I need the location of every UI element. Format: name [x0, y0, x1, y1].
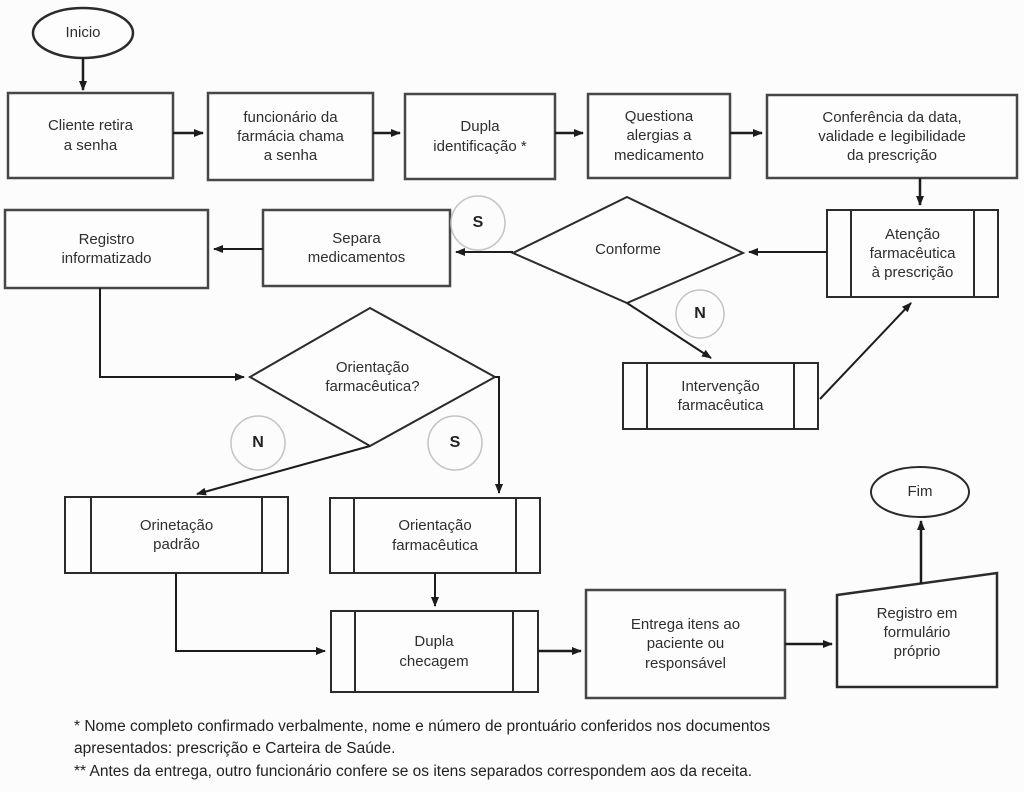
atencao-predefined-shape [826, 209, 999, 298]
dupla-checagem-predefined-shape [330, 610, 539, 693]
conferencia-process-shape [765, 93, 1019, 180]
fim-terminator-shape [870, 466, 970, 518]
dupla-identificacao-process-shape [403, 92, 557, 181]
s-conforme-badge-circle [450, 195, 506, 251]
n-conforme-badge-circle [675, 289, 725, 339]
intervencao-predefined-shape [622, 362, 819, 430]
arrow-orientacao-s-to-orientacao-farmaceutica [495, 376, 503, 494]
n-orientacao-badge-circle [230, 415, 286, 471]
cliente-process-shape [6, 91, 175, 180]
arrow-orientacao-n-to-orinetacao-padrao [196, 445, 371, 496]
funcionario-process-shape [206, 91, 375, 182]
orientacao-farmaceutica-predefined-shape [329, 497, 541, 574]
inicio-terminator-shape [31, 6, 135, 60]
questiona-alergias-process-shape [586, 92, 732, 180]
s-orientacao-badge-circle [427, 415, 483, 471]
entrega-itens-process-shape [584, 588, 787, 700]
conforme-decision-shape [510, 195, 746, 305]
registro-formulario-shape [835, 571, 999, 689]
arrow-registro-informatizado-to-orientacao-decisao [99, 288, 245, 381]
orinetacao-padrao-predefined-shape [64, 496, 289, 574]
separa-medicamentos-process-shape [261, 208, 452, 288]
orientacao-decision-shape [247, 306, 498, 448]
registro-informatizado-process-shape [3, 208, 210, 290]
arrow-orinetacao-padrao-to-dupla-checagem [175, 573, 326, 655]
footnotes-text: * Nome completo confirmado verbalmente, … [74, 718, 771, 780]
arrow-intervencao-to-atencao [819, 302, 912, 400]
arrow-conforme-n-to-intervencao [626, 302, 712, 359]
